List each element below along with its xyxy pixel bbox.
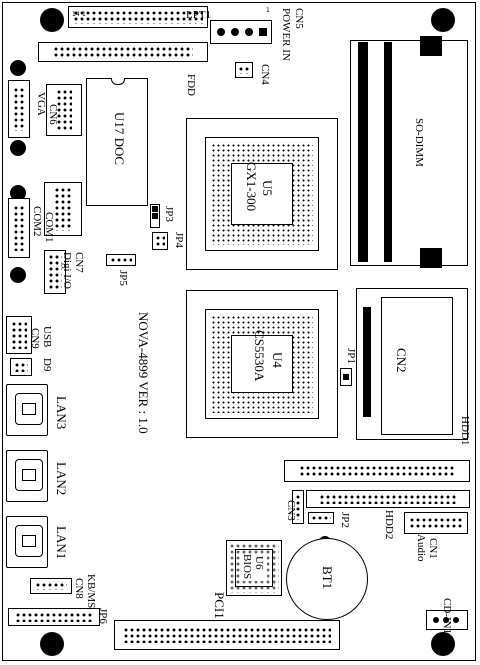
- hdd2-label: HDD2: [383, 510, 395, 540]
- jp5-label: JP5: [117, 270, 129, 286]
- mounting-hole: [10, 140, 26, 156]
- vga-port: [8, 80, 30, 138]
- lpt-label: LPT1: [186, 9, 212, 21]
- u17-label: U17 DOC: [112, 112, 127, 166]
- u6-bios-chip: [226, 540, 282, 596]
- digital-io-header: [44, 250, 66, 294]
- com2-label: COM2: [31, 206, 43, 237]
- power-in-connector: [210, 20, 272, 44]
- lan2-port: [6, 450, 48, 502]
- jp5-jumper: [106, 254, 136, 266]
- usb-header: [6, 316, 32, 354]
- lan1-port: [6, 516, 48, 568]
- jp2-jumper: [308, 512, 334, 524]
- mounting-hole-bottom-left: [40, 632, 64, 656]
- lan2-label: LAN2: [54, 462, 69, 496]
- so-dimm-latch-top: [420, 36, 442, 56]
- board-model-text: NOVA-4899 VER : 1.0: [136, 312, 151, 434]
- u4-chipset: [186, 290, 338, 438]
- so-dimm-slot: [350, 40, 468, 266]
- jp1-jumper: [340, 368, 352, 386]
- u4-label: U4: [270, 352, 285, 368]
- digital-io-label: Digi I/O: [61, 252, 73, 289]
- usb-label: USB: [41, 326, 53, 348]
- pci1-slot: [114, 620, 340, 650]
- com-port: [8, 198, 30, 258]
- bios-label: BIOS: [241, 554, 253, 580]
- fdd-header: [38, 42, 208, 62]
- so-dimm-pins-right: [384, 42, 392, 262]
- audio-header: [404, 512, 468, 534]
- hdd2-header: [306, 490, 470, 508]
- mounting-hole: [10, 267, 26, 283]
- cn6-label: CN6: [47, 104, 59, 125]
- com1-label: COM1: [43, 212, 55, 243]
- cd-in-connector: [426, 610, 468, 630]
- cn4-label: CN4: [259, 64, 271, 85]
- so-dimm-latch-bottom: [420, 248, 442, 268]
- bt1-label: BT1: [320, 566, 335, 590]
- mounting-hole: [10, 60, 26, 76]
- mounting-hole-bottom-right: [431, 632, 455, 656]
- cn7-label: CN7: [73, 252, 85, 273]
- so-dimm-pins-left: [358, 42, 368, 262]
- cn9-label: CN9: [29, 328, 41, 349]
- u5-part-label: GX1-300: [244, 162, 259, 212]
- jp2-label: JP2: [339, 512, 351, 528]
- cn2-compactflash: [356, 288, 468, 440]
- cn4-connector: [235, 62, 253, 78]
- lan3-port: [6, 384, 48, 436]
- u5-label: U5: [260, 180, 275, 196]
- cn3-label: CN3: [285, 500, 297, 521]
- u5-cpu-chip: [186, 118, 338, 270]
- cd-in-label: CD-IN1: [441, 598, 453, 635]
- lan1-label: LAN1: [54, 526, 69, 560]
- pci1-label: PCI1: [212, 592, 227, 619]
- power-pin-1: 1: [266, 7, 270, 14]
- so-dimm-label: SO-DIMM: [413, 118, 425, 167]
- jp6-label: JP6: [97, 608, 109, 624]
- jp1-label: JP1: [345, 348, 357, 364]
- com-header: [44, 182, 82, 236]
- cn2-label: CN2: [394, 348, 409, 373]
- power-in-label: POWER IN: [280, 8, 292, 61]
- audio-label: Audio: [415, 534, 427, 562]
- board-outline: [2, 2, 476, 661]
- lpt-pin-14: 14: [72, 11, 80, 18]
- hdd1-header: [284, 460, 470, 482]
- lan3-label: LAN3: [54, 396, 69, 430]
- kbms-label: KB/MS: [85, 574, 97, 609]
- jp4-label: JP4: [173, 232, 185, 248]
- jp3-jumper: [150, 204, 160, 228]
- jp4-jumper: [152, 232, 168, 250]
- cn5-label: CN5: [293, 8, 305, 29]
- cn6-header: [46, 84, 82, 136]
- fdd-label: FDD: [185, 74, 197, 97]
- lpt-header: [68, 6, 208, 28]
- u6-label: U6: [253, 556, 265, 570]
- jp6-header: [8, 608, 100, 626]
- d9-label: D9: [41, 358, 53, 372]
- jp3-label: JP3: [163, 206, 175, 222]
- kbms-connector: [30, 578, 72, 594]
- mounting-hole-top-right: [431, 8, 455, 32]
- mounting-hole-top-left: [40, 8, 64, 32]
- cn3-connector: [292, 490, 304, 524]
- bt1-battery: [286, 538, 368, 620]
- cn8-label: CN8: [73, 578, 85, 599]
- cn1-label: CN1: [427, 538, 439, 559]
- lpt-pin-1: 1: [82, 11, 86, 18]
- mounting-hole: [10, 185, 26, 201]
- u4-part-label: CS5530A: [252, 330, 267, 382]
- u17-doc-chip: [86, 78, 148, 206]
- vga-label: VGA: [35, 92, 47, 116]
- d9-led: [10, 358, 32, 376]
- hdd1-label: HDD1: [459, 416, 471, 446]
